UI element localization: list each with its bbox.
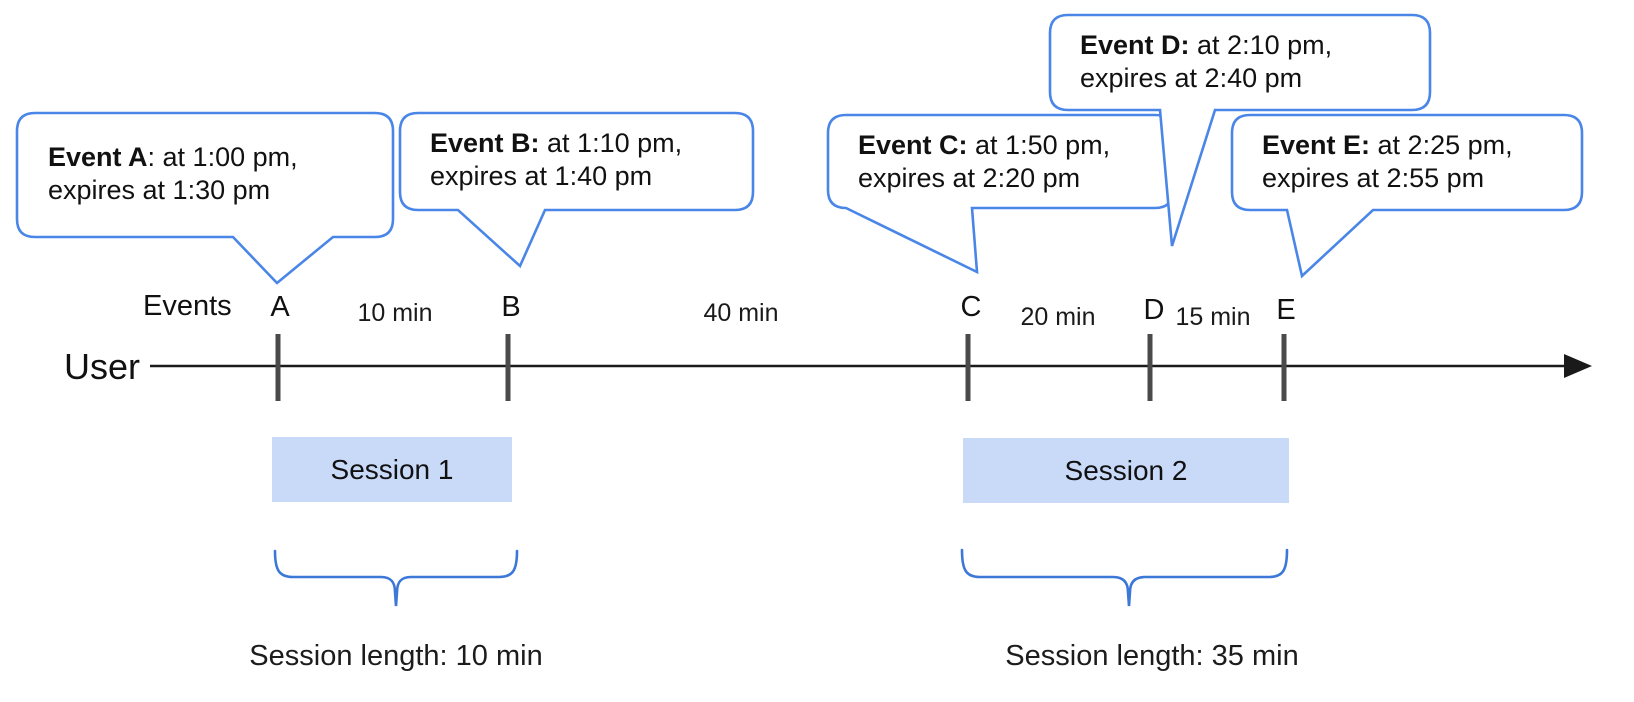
event-d-bubble-text: Event D: at 2:10 pm, expires at 2:40 pm (1080, 29, 1332, 95)
event-e-bubble (1230, 113, 1584, 279)
event-b-bubble-text: Event B: at 1:10 pm, expires at 1:40 pm (430, 127, 682, 193)
event-b-expiry: expires at 1:40 pm (430, 161, 653, 191)
event-d-bubble (1048, 13, 1432, 247)
event-d-expiry: expires at 2:40 pm (1080, 63, 1303, 93)
tick-label-b: B (501, 291, 521, 323)
event-e-time: at 2:25 pm, (1370, 130, 1513, 160)
user-axis-label: User (64, 346, 141, 387)
duration-c-d: 20 min (1020, 303, 1096, 331)
event-a-expiry: expires at 1:30 pm (48, 175, 271, 205)
event-a-bubble-text: Event A: at 1:00 pm, expires at 1:30 pm (48, 141, 298, 207)
event-d-time: at 2:10 pm, (1189, 30, 1333, 60)
event-e-name: Event E: (1262, 130, 1371, 160)
tick-label-a: A (270, 291, 290, 323)
event-e-bubble-text: Event E: at 2:25 pm, expires at 2:55 pm (1262, 129, 1513, 195)
events-axis-label: Events (143, 290, 232, 322)
session-2-length-label: Session length: 35 min (1005, 640, 1299, 672)
event-a-name: Event A (48, 142, 148, 172)
event-b-bubble (398, 111, 755, 269)
session-2-bar: Session 2 (963, 438, 1289, 503)
tick-label-c: C (960, 291, 982, 323)
session-1-length-label: Session length: 10 min (249, 640, 543, 672)
event-d-name: Event D: (1080, 30, 1190, 60)
event-c-bubble-text: Event C: at 1:50 pm, expires at 2:20 pm (858, 129, 1110, 195)
duration-b-c: 40 min (703, 299, 779, 327)
event-e-expiry: expires at 2:55 pm (1262, 163, 1485, 193)
event-b-name: Event B: (430, 128, 540, 158)
session-2-brace (960, 548, 1289, 607)
event-c-expiry: expires at 2:20 pm (858, 163, 1081, 193)
tick-label-e: E (1276, 294, 1296, 326)
tick-label-d: D (1143, 294, 1165, 326)
duration-a-b: 10 min (357, 299, 433, 327)
duration-d-e: 15 min (1175, 303, 1251, 331)
event-a-time: : at 1:00 pm, (147, 142, 298, 172)
event-c-name: Event C: (858, 130, 968, 160)
session-1-bar: Session 1 (272, 437, 512, 502)
session-1-brace (273, 549, 519, 607)
event-c-time: at 1:50 pm, (967, 130, 1111, 160)
timeline-arrowhead-icon (1564, 354, 1592, 378)
event-a-bubble (15, 111, 395, 285)
event-b-time: at 1:10 pm, (539, 128, 683, 158)
